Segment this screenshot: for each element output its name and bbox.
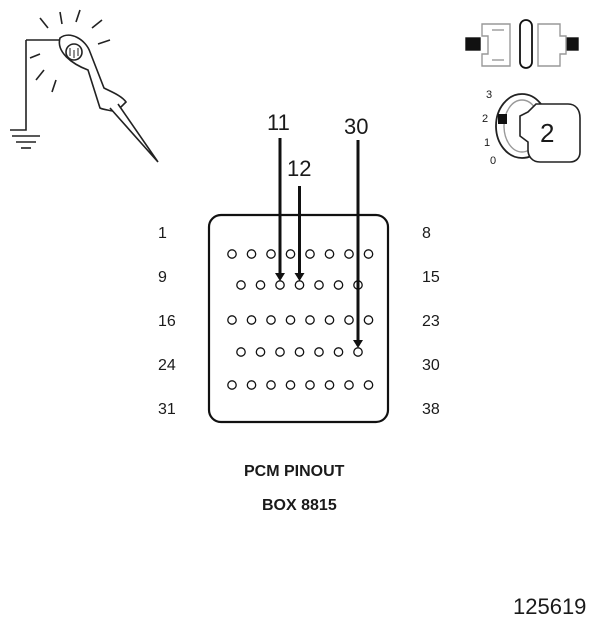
pin (324, 249, 335, 259)
row-label-right-4: 30 (422, 357, 440, 374)
connector-disconnected-icon (465, 19, 579, 69)
row-label-right-3: 23 (422, 313, 440, 330)
ignition-position-2: 2 (482, 113, 489, 125)
pin (246, 315, 257, 325)
pin (294, 347, 305, 357)
pin (266, 315, 276, 325)
pin (236, 280, 246, 290)
figure-number: 125619 (513, 594, 587, 619)
pin (246, 249, 257, 259)
pin (353, 347, 363, 357)
pin (333, 347, 344, 357)
ignition-selected-position: 2 (540, 118, 555, 148)
pin (255, 280, 266, 290)
pin (324, 315, 335, 325)
row-label-left-1: 1 (158, 225, 167, 242)
row-label-left-2: 9 (158, 269, 167, 286)
row-label-right-1: 8 (422, 225, 431, 242)
pin (344, 380, 354, 390)
pin (333, 280, 344, 290)
row-label-right-5: 38 (422, 401, 440, 418)
pin (363, 249, 374, 259)
pin (275, 280, 285, 290)
pin (314, 347, 324, 357)
ignition-position-0: 0 (490, 155, 497, 167)
ignition-position-3: 3 (486, 89, 493, 101)
pin (305, 249, 315, 259)
test-light-icon (10, 9, 159, 163)
pin (227, 249, 237, 259)
pin (227, 315, 237, 325)
pin (285, 380, 296, 390)
pin (246, 380, 257, 390)
row-label-left-3: 16 (158, 313, 176, 330)
pin (344, 315, 354, 325)
pin (363, 380, 374, 390)
pin (363, 315, 374, 325)
pin (285, 249, 296, 259)
pin (275, 347, 285, 357)
pin (266, 249, 276, 259)
callout-label-11: 11 (267, 110, 290, 135)
pin (227, 380, 237, 390)
ignition-position-1: 1 (484, 137, 491, 149)
pin (266, 380, 276, 390)
pin (324, 380, 335, 390)
callout-arrows (275, 138, 363, 348)
pin (255, 347, 266, 357)
callout-label-12: 12 (287, 156, 312, 181)
row-label-left-4: 24 (158, 357, 176, 374)
caption-subtitle: BOX 8815 (262, 497, 337, 514)
ignition-switch-icon (495, 93, 581, 163)
callout-label-30: 30 (344, 114, 369, 139)
pin (285, 315, 296, 325)
pin (305, 380, 315, 390)
row-label-left-5: 31 (158, 401, 176, 418)
pin (314, 280, 324, 290)
caption-title: PCM PINOUT (244, 463, 345, 480)
pin (344, 249, 354, 259)
pin (236, 347, 246, 357)
row-label-right-2: 15 (422, 269, 440, 286)
pin (305, 315, 315, 325)
pin (294, 280, 305, 290)
